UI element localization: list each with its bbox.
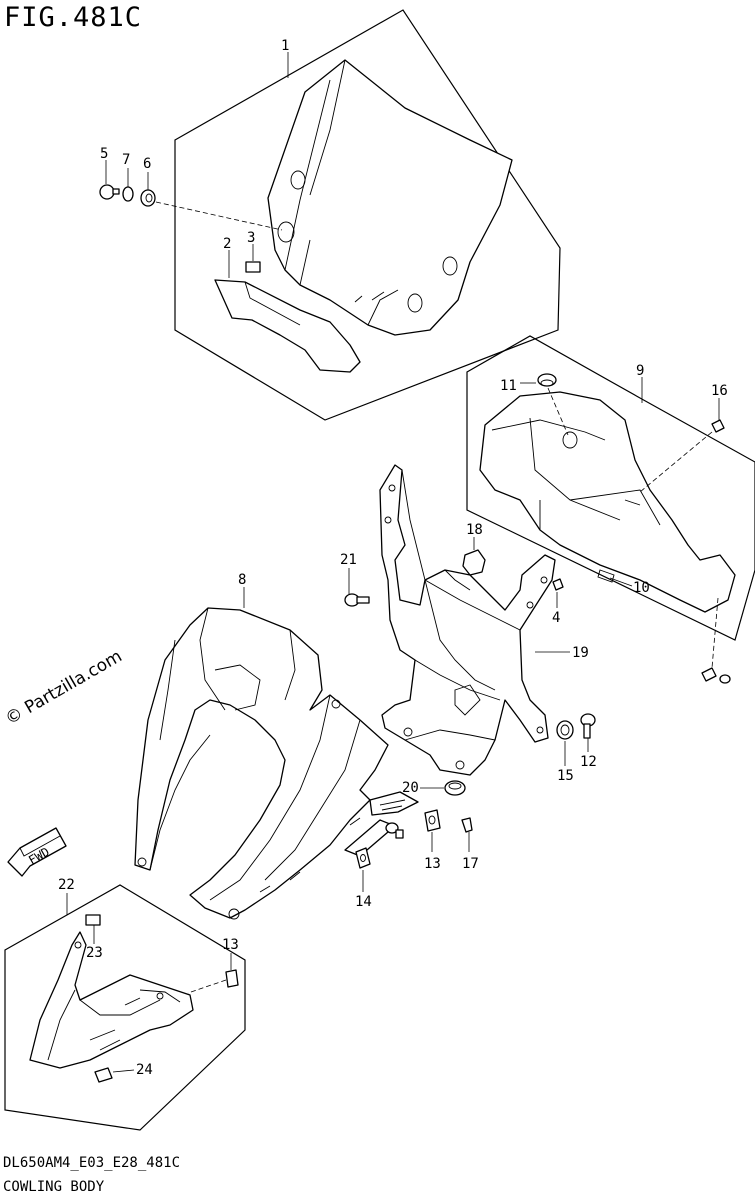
collar-15[interactable]: [556, 720, 574, 740]
callout-3: 3: [247, 230, 255, 246]
callout-22: 22: [58, 877, 75, 893]
callout-10: 10: [633, 580, 650, 596]
group-frame-22: [4, 884, 246, 1131]
callout-13-upper: 13: [424, 856, 441, 872]
cowling-bracket[interactable]: [379, 464, 556, 776]
label-sticker-23[interactable]: [85, 914, 101, 926]
screw-17[interactable]: [461, 817, 473, 833]
callout-14: 14: [355, 894, 372, 910]
diagram-code: DL650AM4_E03_E28_481C: [3, 1155, 181, 1171]
nut-13-lower[interactable]: [225, 969, 239, 988]
callout-2: 2: [223, 236, 231, 252]
windscreen[interactable]: [267, 59, 513, 336]
washer-7[interactable]: [122, 186, 134, 202]
callout-8: 8: [238, 572, 246, 588]
callout-6: 6: [143, 156, 151, 172]
meter-cover[interactable]: [479, 391, 736, 613]
nut-14[interactable]: [355, 847, 371, 869]
lower-cowl[interactable]: [29, 931, 194, 1069]
screw-4[interactable]: [552, 578, 564, 591]
callout-1: 1: [281, 38, 289, 54]
nut-6[interactable]: [140, 189, 156, 207]
figure-title: FIG.481C: [4, 2, 143, 33]
callout-13-lower: 13: [222, 937, 239, 953]
center-cover-plate[interactable]: [344, 791, 419, 857]
bolt-21[interactable]: [344, 593, 370, 607]
nut-24[interactable]: [94, 1067, 113, 1083]
nut-13[interactable]: [424, 809, 441, 832]
screw-center[interactable]: [385, 822, 404, 839]
group-frame-1: [174, 9, 561, 421]
group-frame-9: [466, 335, 755, 641]
callout-24: 24: [136, 1062, 153, 1078]
fwd-arrow: [7, 827, 67, 877]
screw-16[interactable]: [711, 419, 725, 433]
callout-4: 4: [552, 610, 560, 626]
callout-5: 5: [100, 146, 108, 162]
callout-9: 9: [636, 363, 644, 379]
callout-21: 21: [340, 552, 357, 568]
windscreen-seal[interactable]: [214, 279, 361, 373]
grommet-20[interactable]: [444, 780, 466, 796]
callout-11: 11: [500, 378, 517, 394]
callout-20: 20: [402, 780, 419, 796]
screw-12[interactable]: [580, 713, 596, 739]
screw-under-meter-cover[interactable]: [701, 667, 731, 684]
grommet-11[interactable]: [537, 373, 557, 387]
cowling-body[interactable]: [134, 607, 389, 920]
callout-12: 12: [580, 754, 597, 770]
callout-7: 7: [122, 152, 130, 168]
callout-17: 17: [462, 856, 479, 872]
callout-15: 15: [557, 768, 574, 784]
damper-18[interactable]: [462, 549, 486, 576]
callout-18: 18: [466, 522, 483, 538]
diagram-name: COWLING BODY: [3, 1179, 105, 1195]
callout-19: 19: [572, 645, 589, 661]
screw-5[interactable]: [99, 184, 120, 200]
callout-16: 16: [711, 383, 728, 399]
label-sticker-3[interactable]: [245, 261, 261, 273]
callout-23: 23: [86, 945, 103, 961]
